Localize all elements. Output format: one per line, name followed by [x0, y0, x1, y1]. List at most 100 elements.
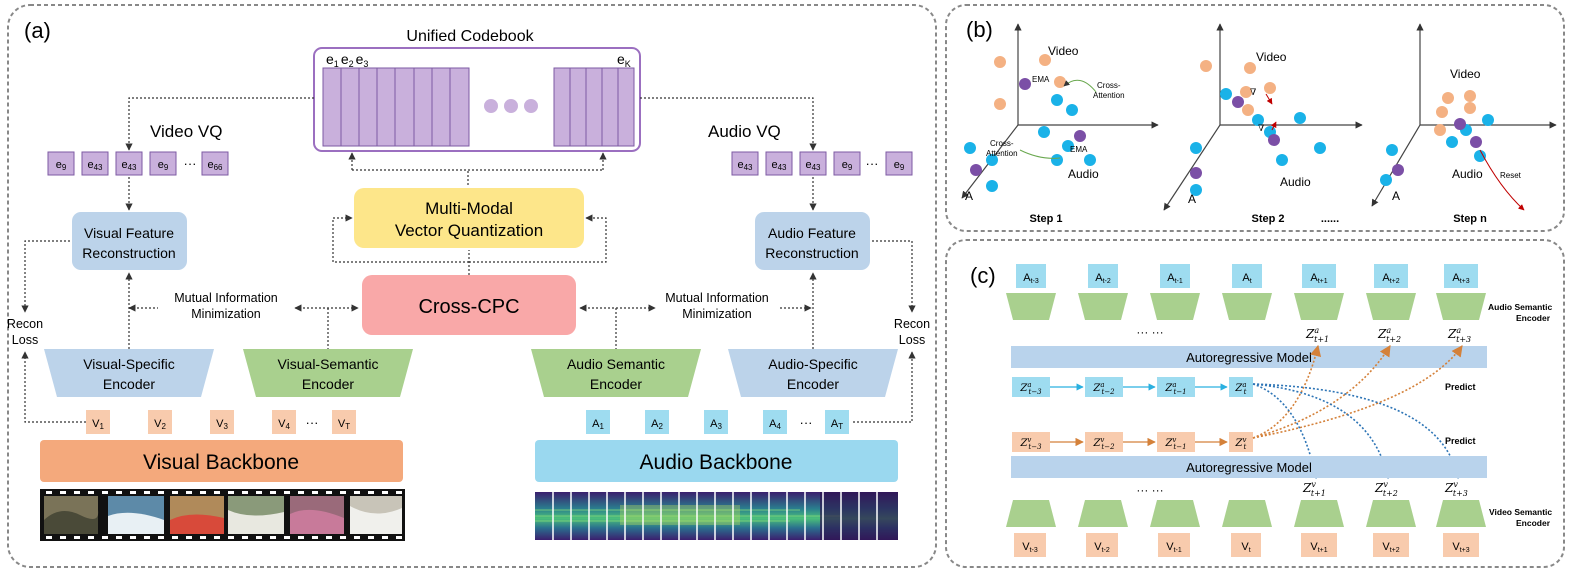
svg-text:e43: e43	[737, 159, 753, 172]
a-token	[763, 410, 787, 434]
svg-text:e43: e43	[805, 159, 821, 172]
codebook-ellipsis-dot	[524, 99, 538, 113]
svg-text:e9: e9	[56, 159, 67, 172]
step1-axis-a: A	[965, 189, 973, 203]
visual-backbone-label: Visual Backbone	[143, 451, 299, 474]
step2-axes	[1163, 23, 1363, 211]
step1-video-label: Video	[1048, 44, 1079, 58]
panel-c-audio-encoder-label-2: Encoder	[1516, 313, 1551, 323]
svg-text:Encoder: Encoder	[103, 376, 155, 392]
svg-text:Vt-3: Vt-3	[1022, 541, 1038, 554]
svg-text:Audio-Specific: Audio-Specific	[768, 356, 858, 372]
a-token	[825, 410, 849, 434]
mi-right-line1: Mutual Information	[665, 291, 769, 305]
svg-text:Cross-: Cross-	[990, 139, 1014, 148]
svg-text:A3: A3	[710, 418, 722, 431]
codebook-title: Unified Codebook	[406, 28, 534, 45]
svg-text:Reconstruction: Reconstruction	[82, 245, 175, 261]
step2-grad-arrow	[1270, 121, 1277, 131]
stepn-axis-a: A	[1392, 189, 1400, 203]
panel-c-audio-encoders	[1006, 293, 1486, 320]
svg-text:At+3: At+3	[1452, 272, 1469, 285]
svg-text:Zvt−3: Zvt−3	[1019, 436, 1042, 451]
mmvq-line1: Multi-Modal	[425, 199, 513, 218]
panel-c-ellipsis-top: ··· ···	[1136, 325, 1163, 339]
svg-text:At: At	[1242, 272, 1251, 285]
a-token	[704, 410, 728, 434]
step1-cross-attention-arrow	[1019, 149, 1061, 159]
vq-token	[115, 151, 143, 176]
svg-text:Zat−2: Zat−2	[1092, 381, 1115, 396]
svg-text:Zvt−1: Zvt−1	[1164, 436, 1186, 451]
visual-semantic-encoder	[243, 349, 413, 397]
vq-token	[81, 151, 109, 176]
v-token	[332, 410, 356, 434]
cross-cpc-label: Cross-CPC	[418, 296, 519, 318]
svg-text:Zvt: Zvt	[1235, 436, 1247, 451]
svg-text:e9: e9	[894, 159, 905, 172]
svg-text:V2: V2	[154, 418, 166, 431]
panel-c-label: (c)	[970, 263, 996, 288]
svg-text:Attention: Attention	[986, 149, 1018, 158]
middle-connectors	[21, 240, 916, 423]
mi-right-line2: Minimization	[682, 307, 752, 321]
predict-label-top: Predict	[1445, 382, 1476, 392]
svg-text:VT: VT	[338, 418, 350, 431]
svg-text:Visual Feature: Visual Feature	[84, 225, 174, 241]
svg-text:A2: A2	[651, 418, 663, 431]
step1-audio-label: Audio	[1068, 167, 1099, 181]
panel-c-video-tokens: Vt-3 Vt-2 Vt-1 Vt Vt+1 Vt+2 Vt+3	[1014, 533, 1479, 557]
ar-model-top-label: Autoregressive Model	[1186, 350, 1312, 365]
recon-loss-left-2: Loss	[12, 333, 38, 347]
svg-text:Reconstruction: Reconstruction	[765, 245, 858, 261]
panel-c: (c) At-3 At-2 At-1 At At+1 At+2 At+3 Aud…	[945, 239, 1565, 568]
panel-a-border	[7, 4, 937, 568]
audio-specific-encoder	[728, 349, 898, 397]
vq-token	[201, 151, 229, 176]
stepn-label: Step n	[1453, 213, 1487, 225]
codebook-connectors	[125, 97, 817, 211]
v-token	[86, 410, 110, 434]
audio-vq-title: Audio VQ	[708, 122, 781, 141]
stepn-video-label: Video	[1450, 67, 1481, 81]
svg-text:···: ···	[866, 156, 879, 171]
audio-tokens: A1 A2 A3 A4 ··· AT	[586, 410, 849, 434]
step2-video-label: Video	[1256, 50, 1287, 64]
video-frames-filmstrip	[40, 489, 405, 541]
svg-text:Vt-2: Vt-2	[1094, 541, 1110, 554]
stepn-audio-label: Audio	[1452, 167, 1483, 181]
svg-text:At-1: At-1	[1167, 272, 1183, 285]
visual-feature-reconstruction	[72, 212, 187, 270]
a-token	[586, 410, 610, 434]
cross-cpc-box	[362, 275, 576, 335]
svg-text:Vt+3: Vt+3	[1452, 541, 1469, 554]
svg-text:e43: e43	[771, 159, 787, 172]
step2-label: Step 2	[1251, 213, 1284, 225]
svg-text:AT: AT	[831, 418, 843, 431]
step2-grad-arrow	[1265, 93, 1273, 105]
step2-axis-a: A	[1188, 192, 1196, 206]
svg-text:Visual-Semantic: Visual-Semantic	[278, 356, 379, 372]
svg-text:Encoder: Encoder	[302, 376, 354, 392]
video-vq-title: Video VQ	[150, 122, 222, 141]
stepn-reset-arrow	[1479, 149, 1525, 211]
stepn-points	[1380, 90, 1494, 186]
step1-points	[964, 54, 1096, 192]
recon-loss-right-2: Loss	[899, 333, 925, 347]
mmvq-connectors	[332, 214, 607, 275]
audio-semantic-encoder	[531, 349, 701, 397]
codebook-right-entries	[553, 67, 635, 147]
codebook-ek-label: eK	[617, 51, 631, 69]
a-token	[645, 410, 669, 434]
step1-cross-attention-arrow	[1063, 79, 1097, 93]
panel-c-ellipsis-bottom: ··· ···	[1136, 483, 1163, 497]
svg-text:Vt+1: Vt+1	[1310, 541, 1327, 554]
steps-ellipsis: ......	[1321, 213, 1339, 225]
svg-text:Attention: Attention	[1093, 91, 1125, 100]
svg-text:At-2: At-2	[1095, 272, 1111, 285]
